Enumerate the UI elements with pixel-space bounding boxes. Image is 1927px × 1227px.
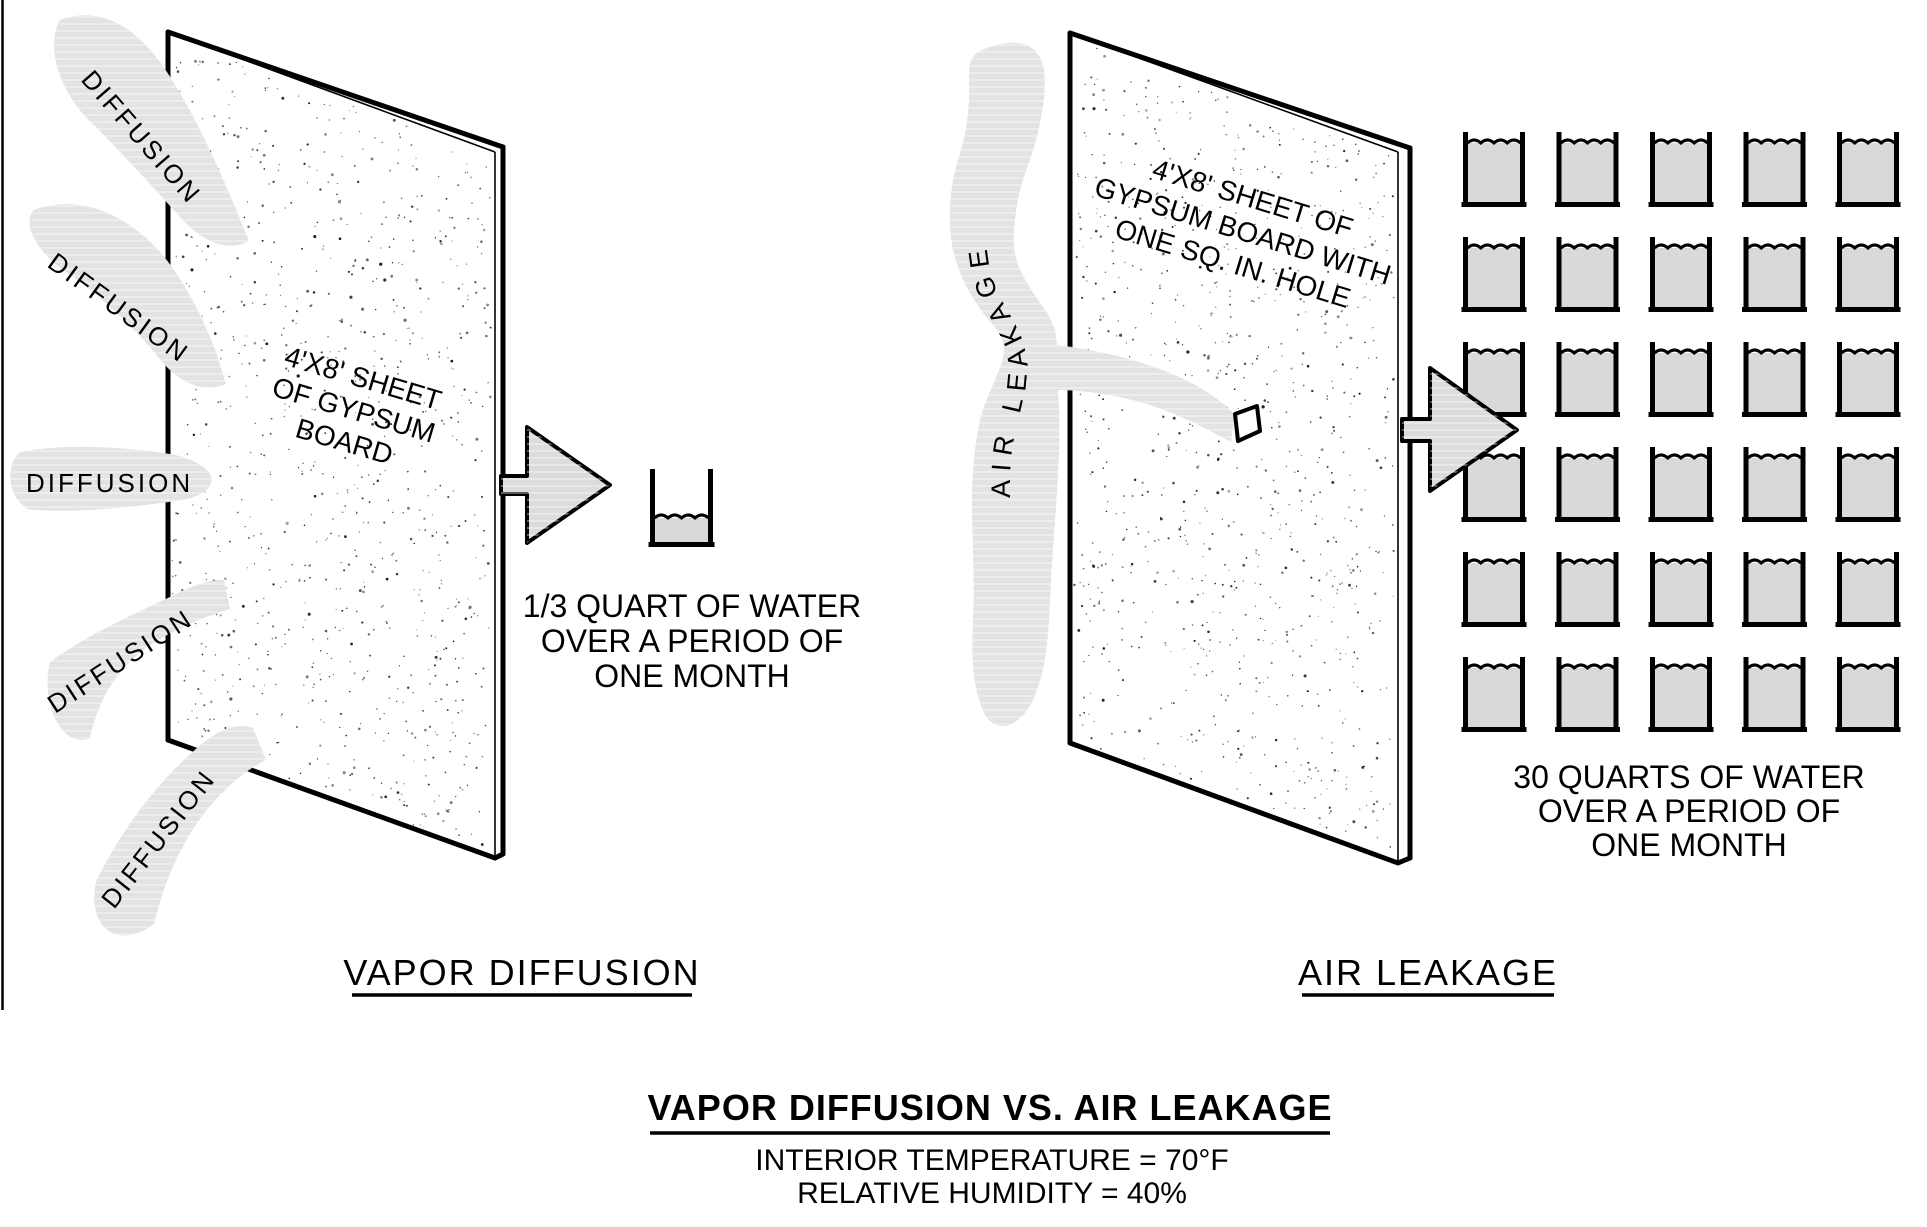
water-line (1746, 348, 1803, 356)
water-line (1840, 663, 1896, 671)
water-line (1466, 138, 1522, 146)
water-cup (1742, 237, 1807, 312)
water-line (1746, 663, 1803, 671)
water-cup (1835, 237, 1901, 312)
right-caption: AIR LEAKAGE (1298, 952, 1558, 993)
left-caption: VAPOR DIFFUSION (343, 952, 700, 993)
condition-temperature: INTERIOR TEMPERATURE = 70°F (755, 1144, 1228, 1177)
right-result-text: 30 QUARTS OF WATER OVER A PERIOD OF ONE … (1513, 759, 1864, 863)
right-board-face (1070, 33, 1398, 863)
water-line (1653, 558, 1709, 566)
water-line (1840, 243, 1896, 251)
left-result-line1: 1/3 QUART OF WATER (523, 588, 861, 624)
water-cup (1555, 552, 1620, 627)
water-line (1559, 453, 1616, 461)
water-cup (1555, 447, 1620, 522)
right-result-line1: 30 QUARTS OF WATER (1513, 759, 1864, 795)
right-board-stipple-texture (1073, 47, 1395, 848)
water-line (1746, 453, 1803, 461)
water-line (1466, 558, 1522, 566)
water-line (1653, 453, 1709, 461)
left-flow-arrow (499, 425, 612, 545)
left-result-text: 1/3 QUART OF WATER OVER A PERIOD OF ONE … (523, 588, 861, 694)
water-line (1746, 558, 1803, 566)
water-line (1840, 558, 1896, 566)
right-flow-arrow (1400, 366, 1519, 493)
water-line (1559, 348, 1616, 356)
left-board-face (168, 32, 495, 858)
right-result-line3: ONE MONTH (1591, 827, 1787, 863)
water-cup (1461, 552, 1527, 627)
water-line (1466, 348, 1522, 356)
one-sq-in-hole (1233, 404, 1262, 443)
water-line (1466, 243, 1522, 251)
water-cup (1648, 237, 1714, 312)
water-line (1746, 243, 1803, 251)
water-cup (1461, 657, 1527, 732)
water-cup (1461, 132, 1527, 207)
left-board-stipple-texture (171, 59, 492, 847)
water-cup (1742, 552, 1807, 627)
vapor-diffusion-panel: DIFFUSION DIFFUSION DIFFUSION DIFFUSION (10, 15, 861, 997)
water-line (1840, 348, 1896, 356)
diagram-title: VAPOR DIFFUSION VS. AIR LEAKAGE (647, 1087, 1332, 1128)
left-result-line3: ONE MONTH (594, 658, 790, 694)
water-cup (1835, 342, 1901, 417)
water-cup (1742, 447, 1807, 522)
water-cup (1555, 657, 1620, 732)
footer: VAPOR DIFFUSION VS. AIR LEAKAGE INTERIOR… (647, 1087, 1332, 1210)
water-cup (648, 469, 715, 547)
water-line (1840, 453, 1896, 461)
diffusion-arrow-3: DIFFUSION (10, 446, 212, 511)
water-cup (1835, 132, 1901, 207)
water-cup (1555, 132, 1620, 207)
water-cup (1742, 132, 1807, 207)
water-line (1653, 663, 1709, 671)
water-line (1559, 663, 1616, 671)
water-line (1653, 348, 1709, 356)
water-line (1559, 243, 1616, 251)
water-line (1840, 138, 1896, 146)
water-cup (1648, 657, 1714, 732)
water-cup (1648, 342, 1714, 417)
water-cup (1742, 657, 1807, 732)
water-cup (1555, 342, 1620, 417)
water-line (1653, 138, 1709, 146)
water-cup (1461, 237, 1527, 312)
right-gypsum-board (1067, 30, 1413, 866)
water-cup (1461, 447, 1527, 522)
diffusion-arrow-5: DIFFUSION (94, 726, 266, 936)
water-cup (1555, 237, 1620, 312)
diffusion-arrows: DIFFUSION DIFFUSION DIFFUSION DIFFUSION (10, 15, 266, 936)
water-cup (1742, 342, 1807, 417)
water-cup (1835, 552, 1901, 627)
water-line (1466, 663, 1522, 671)
water-cup (1648, 132, 1714, 207)
water-line (1559, 138, 1616, 146)
water-cup (1648, 552, 1714, 627)
water-line (1653, 243, 1709, 251)
right-result-line2: OVER A PERIOD OF (1538, 793, 1840, 829)
condition-humidity: RELATIVE HUMIDITY = 40% (797, 1177, 1187, 1210)
water-cup (1835, 447, 1901, 522)
water-line (653, 513, 710, 521)
thirty-quart-cup-grid (1461, 132, 1901, 732)
water-cup (1835, 657, 1901, 732)
third-quart-cup (648, 469, 715, 547)
water-line (1746, 138, 1803, 146)
diffusion-label: DIFFUSION (26, 468, 193, 498)
water-cup (1648, 447, 1714, 522)
water-line (1559, 558, 1616, 566)
air-leakage-panel: AIR LEAKAGE 4'X8' SHEET OF GYPSUM BOARD … (949, 30, 1901, 997)
left-result-line2: OVER A PERIOD OF (541, 623, 843, 659)
